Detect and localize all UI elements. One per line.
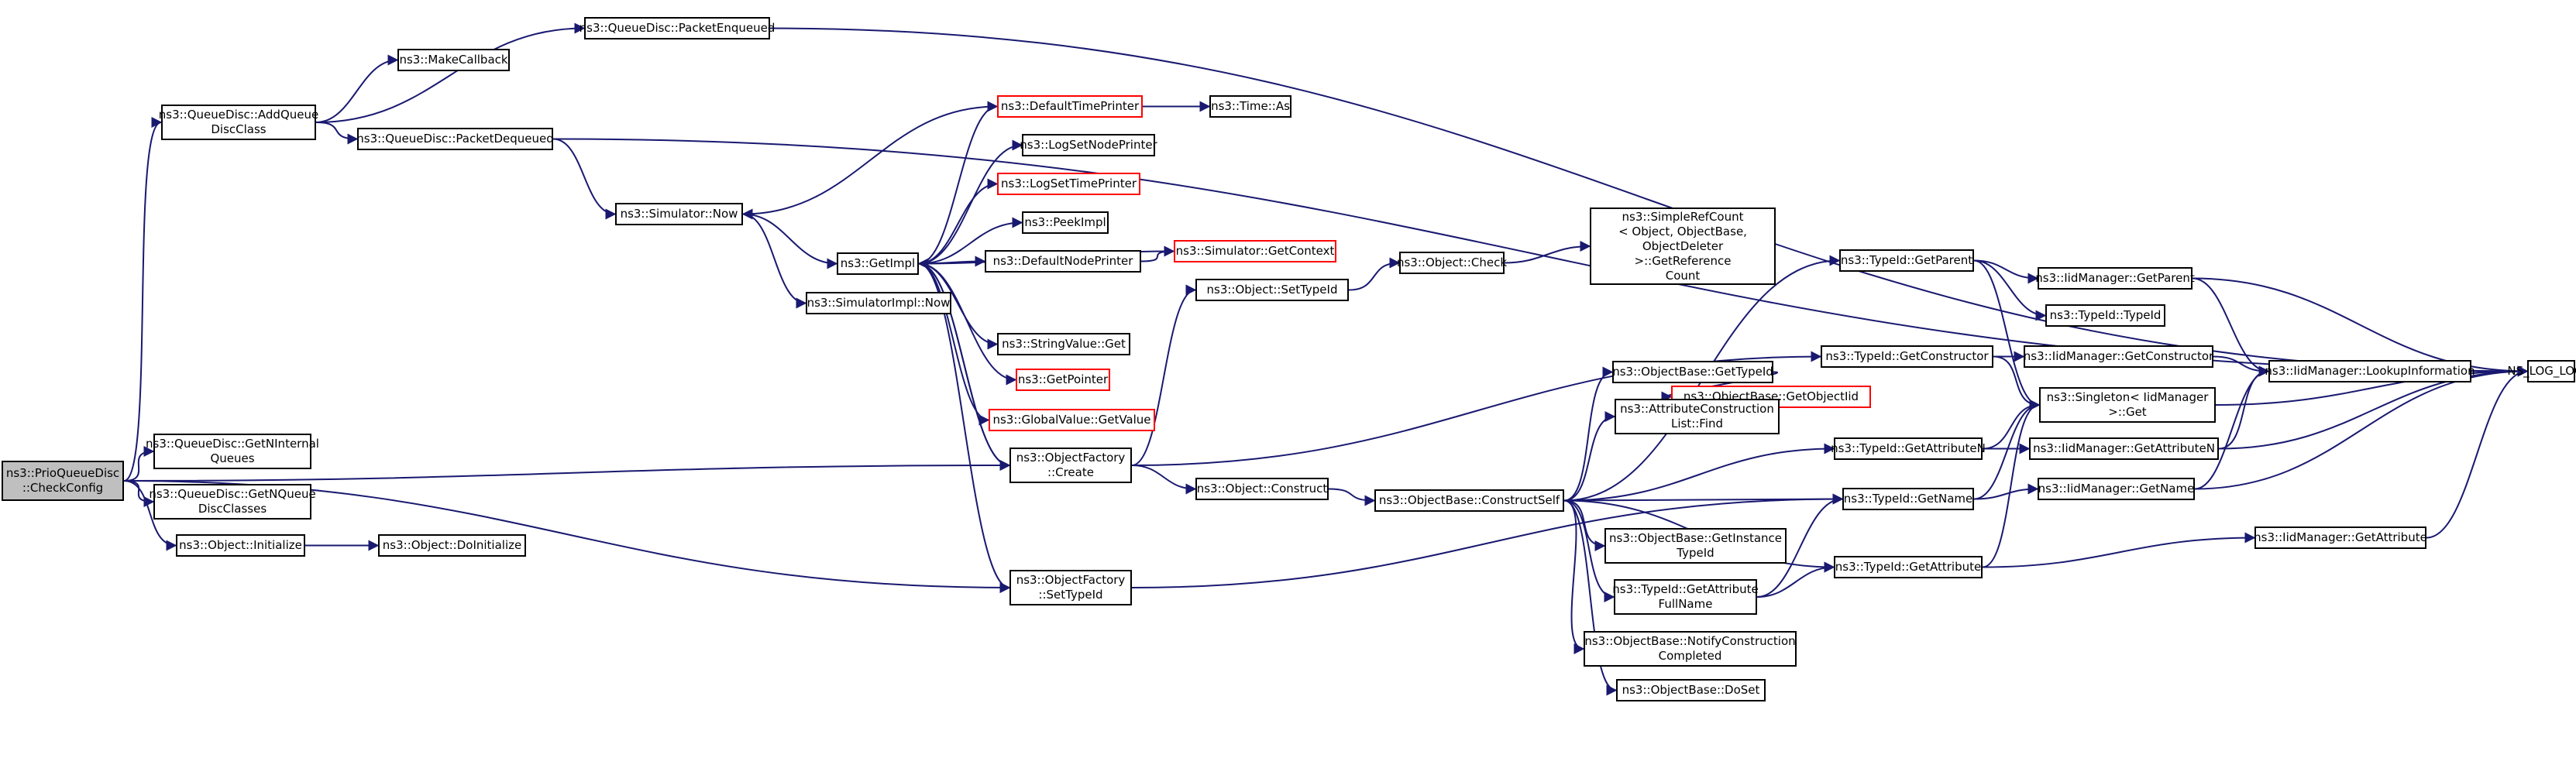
node-obgettid[interactable]: ns3::ObjectBase::GetTypeId [1612, 361, 1773, 383]
node-srcount[interactable]: ns3::SimpleRefCount < Object, ObjectBase… [1590, 208, 1776, 285]
edge-objconstruct-to-obcself [1328, 488, 1376, 506]
node-pktenq[interactable]: ns3::QueueDisc::PacketEnqueued [580, 17, 775, 39]
edge-tidname-to-iidname [1973, 483, 2039, 500]
edge-tidparent-to-tidtid [1973, 259, 2047, 321]
node-logstp[interactable]: ns3::LogSetTimePrinter [997, 173, 1140, 195]
node-iidlookup[interactable]: ns3::IidManager::LookupInformation [2265, 360, 2475, 382]
node-simctx[interactable]: ns3::Simulator::GetContext [1174, 240, 1336, 262]
node-gvget[interactable]: ns3::GlobalValue::GetValue [989, 409, 1155, 431]
edge-obcself-to-obdoset [1563, 499, 1618, 696]
node-nqdc[interactable]: ns3::QueueDisc::GetNQueue DiscClasses [149, 484, 316, 520]
edge-iidattr-to-nslog [2426, 365, 2529, 539]
edge-addqdc-to-pktdeq [315, 122, 359, 145]
node-timeas[interactable]: ns3::Time::As [1209, 95, 1291, 118]
edge-root-to-objinit [123, 480, 177, 551]
edge-tidparent-to-singleton [1973, 259, 2041, 410]
node-iidattr[interactable]: ns3::IidManager::GetAttribute [2254, 526, 2427, 549]
edge-addqdc-to-pktenq [315, 22, 586, 123]
edge-iidparent-to-iidlookup [2192, 277, 2270, 377]
edge-tidname-to-singleton [1973, 400, 2041, 500]
edge-tidparent-to-iidparent [1973, 259, 2039, 284]
node-tidname[interactable]: ns3::TypeId::GetName [1842, 488, 1974, 510]
edge-singleton-to-nslog [2215, 365, 2529, 406]
edge-objcheck-to-srcount [1504, 241, 1591, 264]
node-tidparent[interactable]: ns3::TypeId::GetParent [1839, 249, 1974, 272]
node-nint[interactable]: ns3::QueueDisc::GetNInternal Queues [146, 434, 319, 469]
edge-deftp-to-simnow [741, 105, 998, 220]
node-obnotify[interactable]: ns3::ObjectBase::NotifyConstruction Comp… [1584, 631, 1797, 667]
node-deftp[interactable]: ns3::DefaultTimePrinter [997, 95, 1143, 118]
edge-root-to-addqdc [123, 117, 163, 482]
node-strget[interactable]: ns3::StringValue::Get [997, 333, 1130, 355]
node-makecb[interactable]: ns3::MakeCallback [397, 49, 510, 71]
node-iidctor[interactable]: ns3::IidManager::GetConstructor [2024, 345, 2213, 368]
node-simnow[interactable]: ns3::Simulator::Now [615, 203, 743, 225]
node-singleton[interactable]: ns3::Singleton< IidManager >::Get [2039, 387, 2216, 423]
node-tidctor[interactable]: ns3::TypeId::GetConstructor [1821, 345, 1993, 368]
edge-iidname-to-iidlookup [2194, 365, 2270, 490]
edge-obgettid-to-obgetoid [1661, 371, 1778, 403]
node-iidattrn[interactable]: ns3::IidManager::GetAttributeN [2029, 437, 2219, 460]
node-getimpl[interactable]: ns3::GetImpl [837, 252, 919, 275]
node-nslog[interactable]: NS_LOG_LOGIC [2507, 360, 2576, 382]
node-tidattrfull[interactable]: ns3::TypeId::GetAttribute FullName [1612, 579, 1759, 615]
edge-obcself-to-obgettid [1563, 366, 1614, 502]
node-objdoinit[interactable]: ns3::Object::DoInitialize [378, 534, 526, 557]
node-obdoset[interactable]: ns3::ObjectBase::DoSet [1616, 679, 1766, 701]
edge-getimpl-to-peekimpl [918, 217, 1023, 265]
edge-root-to-nint [123, 446, 155, 482]
node-iidparent[interactable]: ns3::IidManager::GetParent [2035, 267, 2195, 290]
edge-tidattr-to-iidattr [1982, 532, 2256, 568]
node-tidattr[interactable]: ns3::TypeId::GetAttribute [1834, 556, 1983, 578]
edge-ofcreate-to-objsettid [1131, 284, 1197, 466]
edge-addqdc-to-makecb [315, 54, 399, 123]
edge-iidattrn-to-nslog [2218, 365, 2529, 450]
edge-tidattr-to-singleton [1982, 400, 2041, 568]
node-obcself[interactable]: ns3::ObjectBase::ConstructSelf [1374, 489, 1564, 512]
edge-ofsettid-to-tidname [1131, 493, 1844, 588]
edge-tidattrfull-to-tidattr [1756, 561, 1835, 598]
edge-obcself-to-obinsttid [1563, 499, 1606, 551]
edge-getimpl-to-deftp [918, 101, 999, 265]
node-obinsttid[interactable]: ns3::ObjectBase::GetInstance TypeId [1604, 528, 1787, 564]
edge-obcself-to-tidname [1563, 493, 1844, 505]
edge-obcself-to-tidattrfull [1563, 499, 1615, 602]
edge-simnow-to-getimpl [742, 213, 838, 269]
edge-ofcreate-to-objconstruct [1131, 465, 1197, 495]
node-getptr[interactable]: ns3::GetPointer [1016, 369, 1110, 391]
node-logsnp[interactable]: ns3::LogSetNodePrinter [1020, 134, 1157, 156]
node-objinit[interactable]: ns3::Object::Initialize [176, 534, 305, 557]
edge-ofcreate-to-getimpl [917, 258, 1010, 466]
node-simimplnow[interactable]: ns3::SimulatorImpl::Now [806, 292, 951, 314]
node-addqdc[interactable]: ns3::QueueDisc::AddQueue DiscClass [159, 105, 318, 140]
edge-pktdeq-to-simnow [552, 138, 617, 220]
edge-getimpl-to-getptr [918, 262, 1017, 386]
node-objsettid[interactable]: ns3::Object::SetTypeId [1195, 279, 1349, 301]
node-pktdeq[interactable]: ns3::QueueDisc::PacketDequeued [356, 128, 554, 150]
edge-objsettid-to-objcheck [1348, 257, 1401, 291]
edge-root-to-ofcreate [123, 460, 1011, 482]
node-tidattrn[interactable]: ns3::TypeId::GetAttributeN [1831, 437, 1986, 460]
edge-obcself-to-tidattrn [1563, 443, 1835, 502]
node-acfind[interactable]: ns3::AttributeConstruction List::Find [1615, 399, 1780, 434]
edge-getimpl-to-ofsettid [918, 262, 1011, 593]
node-ofcreate[interactable]: ns3::ObjectFactory ::Create [1009, 448, 1132, 483]
node-defnp[interactable]: ns3::DefaultNodePrinter [985, 250, 1141, 273]
node-peekimpl[interactable]: ns3::PeekImpl [1022, 211, 1109, 234]
node-ofsettid[interactable]: ns3::ObjectFactory ::SetTypeId [1009, 570, 1132, 605]
node-iidname[interactable]: ns3::IidManager::GetName [2038, 478, 2195, 500]
node-objcheck[interactable]: ns3::Object::Check [1397, 252, 1507, 274]
node-root: ns3::PrioQueueDisc ::CheckConfig [2, 461, 124, 501]
edge-obcself-to-acfind [1563, 411, 1616, 502]
node-tidtid[interactable]: ns3::TypeId::TypeId [2045, 304, 2165, 327]
edge-tidattrfull-to-tidname [1756, 493, 1844, 598]
edge-simnow-to-simimplnow [742, 213, 807, 309]
edge-getimpl-to-logstp [918, 178, 999, 265]
node-objconstruct[interactable]: ns3::Object::Construct [1195, 478, 1329, 500]
